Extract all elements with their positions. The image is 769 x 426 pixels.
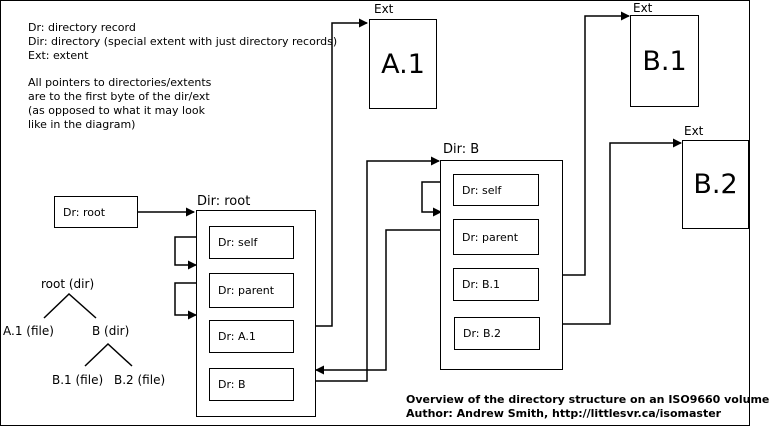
dir-b-record-self: Dr: self	[453, 174, 539, 206]
tree-b-node: B (dir)	[92, 324, 130, 338]
caption-author: Author: Andrew Smith, http://littlesvr.c…	[406, 407, 722, 420]
pointer-b-to-dir-b	[293, 156, 440, 382]
pointer-b2-to-ext	[539, 138, 682, 325]
dir-root-record-self: Dr: self	[209, 226, 294, 259]
dir-b-label: Dir: B	[443, 142, 480, 157]
pointer-note: All pointers to directories/extents are …	[28, 76, 211, 132]
ext-b1-label: Ext	[633, 1, 653, 15]
pointer-root-parent	[174, 282, 209, 320]
legend-dr: Dr: directory record	[28, 21, 136, 34]
ext-b2-label: Ext	[684, 124, 704, 138]
dir-root-record-b: Dr: B	[209, 368, 294, 401]
dir-b-record-b2: Dr: B.2	[454, 317, 540, 350]
pointer-b-self	[421, 181, 453, 217]
legend-dir: Dir: directory (special extent with just…	[28, 35, 338, 48]
legend-ext: Ext: extent	[28, 49, 89, 62]
caption: Overview of the directory structure on a…	[406, 393, 769, 421]
tree-edge-root	[43, 292, 97, 319]
tree-root-node: root (dir)	[41, 277, 95, 291]
note-line: are to the first byte of the dir/ext	[28, 90, 210, 103]
tree-b1-node: B.1 (file)	[52, 373, 104, 387]
root-record: Dr: root	[54, 196, 138, 228]
tree-edge-b	[84, 342, 133, 367]
dir-root-record-parent: Dr: parent	[209, 273, 294, 308]
pointer-root-self	[174, 236, 209, 270]
dir-b-record-parent: Dr: parent	[453, 219, 539, 255]
ext-a1-label: Ext	[374, 2, 394, 16]
ext-a1-box: A.1	[369, 19, 437, 109]
note-line: (as opposed to what it may look	[28, 104, 205, 117]
note-line: All pointers to directories/extents	[28, 76, 212, 89]
dir-b-record-b1: Dr: B.1	[453, 268, 539, 301]
ext-b2-box: B.2	[682, 140, 749, 229]
dir-root-label: Dir: root	[197, 194, 251, 209]
tree-a1-node: A.1 (file)	[3, 324, 54, 338]
tree-b2-node: B.2 (file)	[114, 373, 166, 387]
caption-title: Overview of the directory structure on a…	[406, 393, 769, 406]
note-line: like in the diagram)	[28, 118, 136, 131]
dir-root-record-a1: Dr: A.1	[209, 320, 294, 353]
ext-b1-box: B.1	[630, 15, 699, 107]
pointer-b-parent	[315, 229, 453, 375]
legend: Dr: directory record Dir: directory (spe…	[28, 21, 337, 63]
